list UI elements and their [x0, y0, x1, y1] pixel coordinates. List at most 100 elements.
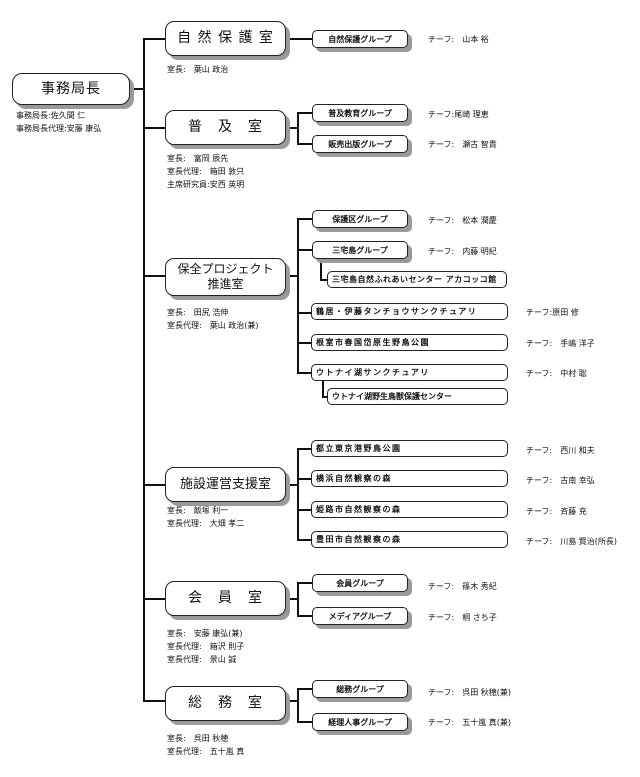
connector-group	[297, 582, 299, 616]
connector-group	[286, 700, 298, 702]
group-chief: チーフ: 斉藤 充	[526, 507, 587, 516]
subgroup-name: ウトナイ湖野生鳥獣保護センター	[332, 392, 452, 401]
group-box[interactable]: 保護区グループ	[312, 210, 408, 228]
connector-group	[286, 484, 298, 486]
dept-staff: 室長: 呉田 秋穂 室長代理: 五十嵐 真	[167, 732, 244, 758]
connector-dept-0	[143, 38, 165, 40]
group-box[interactable]: ウトナイ湖サンクチュアリ	[311, 364, 508, 381]
staff-line: 事務局長代理:安藤 康弘	[16, 124, 102, 133]
connector-group	[297, 448, 299, 540]
group-box[interactable]: 姫路市自然観察の森	[311, 501, 508, 518]
group-box[interactable]: 会員グループ	[312, 574, 408, 592]
dept-staff: 室長: 飯塚 利一 室長代理: 大畑 孝二	[167, 504, 244, 530]
dept-box-outreach[interactable]: 普 及 室	[165, 110, 286, 145]
staff-line: 室長: 田尻 浩伸	[167, 308, 229, 317]
group-name: 自然保護グループ	[328, 34, 392, 44]
group-chief: チーフ: 手嶋 洋子	[526, 339, 595, 348]
group-chief: チーフ: 中村 聡	[526, 369, 587, 378]
group-name: 会員グループ	[336, 578, 384, 588]
group-name: 鶴居・伊藤タンチョウサンクチュアリ	[316, 307, 478, 316]
connector-dept-5	[143, 700, 165, 702]
connector-group	[297, 582, 312, 584]
group-chief: チーフ: 篠木 秀紀	[428, 582, 497, 591]
group-box[interactable]: 三宅島グループ	[312, 241, 408, 259]
group-box[interactable]: 根室市春国岱原生野鳥公園	[311, 334, 508, 351]
root-title: 事務局長	[41, 80, 101, 97]
connector-group	[322, 396, 328, 398]
connector-root	[130, 88, 144, 90]
dept-box-conservation-project[interactable]: 保全プロジェクト 推進室	[165, 258, 286, 296]
group-chief: チーフ: 山本 裕	[428, 35, 489, 44]
group-chief: チーフ: 内藤 明紀	[428, 247, 497, 256]
group-chief: チーフ: 西川 和夫	[526, 446, 595, 455]
group-chief: チーフ:原田 修	[526, 308, 579, 317]
group-name: 姫路市自然観察の森	[316, 505, 402, 514]
staff-line: 室長: 葉山 政治	[167, 65, 229, 74]
group-box[interactable]: 自然保護グループ	[312, 30, 408, 48]
connector-group	[297, 372, 312, 374]
group-box[interactable]: 総務グループ	[312, 680, 408, 698]
staff-line: 室長: 飯塚 利一	[167, 506, 229, 515]
group-name: 普及教育グループ	[328, 108, 392, 118]
group-name: 販売出版グループ	[328, 139, 392, 149]
staff-line: 事務局長:佐久間 仁	[16, 111, 86, 120]
group-chief: チーフ: 松本 潤慶	[428, 216, 497, 225]
staff-line: 主席研究員:安西 英明	[167, 180, 245, 189]
group-box[interactable]: 都立東京港野鳥公園	[311, 440, 508, 457]
dept-box-facility-support[interactable]: 施設運営支援室	[165, 467, 286, 502]
group-chief: チーフ: 五十嵐 真(兼)	[428, 718, 511, 727]
group-box[interactable]: 販売出版グループ	[312, 135, 408, 153]
group-box[interactable]: 普及教育グループ	[312, 104, 408, 122]
group-name: 横浜自然観察の森	[316, 474, 392, 483]
group-name: 経理人事グループ	[328, 717, 392, 727]
connector-group	[297, 112, 312, 114]
staff-line: 室長代理: 箱沢 則子	[167, 642, 245, 651]
connector-group	[297, 615, 312, 617]
staff-line: 室長代理: 葉山 政治(兼)	[167, 321, 259, 330]
staff-line: 室長代理: 五十嵐 真	[167, 747, 245, 756]
connector-group	[297, 218, 299, 373]
group-box[interactable]: 経理人事グループ	[312, 713, 408, 731]
connector-group	[320, 258, 322, 280]
connector-group	[320, 279, 328, 281]
root-staff: 事務局長:佐久間 仁 事務局長代理:安藤 康弘	[16, 109, 101, 135]
group-box[interactable]: 豊田市自然観察の森	[311, 531, 508, 548]
dept-staff: 室長: 富岡 辰先 室長代理: 箱田 敦只 主席研究員:安西 英明	[167, 152, 244, 191]
connector-group	[286, 38, 312, 40]
connector-group	[297, 312, 312, 314]
dept-name-line2: 推進室	[207, 277, 244, 291]
group-name: 三宅島グループ	[332, 245, 388, 255]
staff-line: 室長代理: 景山 誠	[167, 655, 237, 664]
root-box[interactable]: 事務局長	[12, 73, 130, 105]
connector-group	[297, 249, 312, 251]
group-chief: チーフ: 川島 賢治(所長)	[526, 537, 617, 546]
dept-box-nature-protection[interactable]: 自 然 保 護 室	[165, 21, 286, 56]
group-chief: チーフ: 呉田 秋穂(兼)	[428, 688, 511, 697]
dept-name: 施設運営支援室	[179, 477, 271, 492]
dept-staff: 室長: 安藤 康弘(兼) 室長代理: 箱沢 則子 室長代理: 景山 誠	[167, 627, 244, 666]
dept-name: 会 員 室	[188, 590, 263, 606]
connector-spine	[143, 38, 145, 701]
group-chief: チーフ:尾崎 理恵	[428, 110, 489, 119]
group-chief: チーフ: 瀬古 智貴	[428, 140, 497, 149]
dept-name: 普 及 室	[188, 119, 263, 135]
connector-group	[297, 448, 312, 450]
staff-line: 室長代理: 大畑 孝二	[167, 519, 245, 528]
dept-name: 総 務 室	[188, 695, 263, 711]
group-box[interactable]: 鶴居・伊藤タンチョウサンクチュアリ	[311, 303, 508, 320]
connector-group	[297, 112, 299, 144]
dept-box-membership[interactable]: 会 員 室	[165, 581, 286, 616]
group-box[interactable]: メディアグループ	[312, 607, 408, 625]
group-chief: チーフ: 桐 さち子	[428, 613, 497, 622]
group-box[interactable]: 横浜自然観察の森	[311, 470, 508, 487]
group-name: 保護区グループ	[332, 214, 388, 224]
group-name: 豊田市自然観察の森	[316, 535, 402, 544]
staff-line: 室長代理: 箱田 敦只	[167, 167, 245, 176]
subgroup-box[interactable]: 三宅島自然ふれあいセンター アカコッコ館	[327, 271, 507, 288]
staff-line: 室長: 呉田 秋穂	[167, 734, 229, 743]
group-name: 総務グループ	[336, 684, 384, 694]
connector-dept-2	[143, 275, 165, 277]
dept-box-general-affairs[interactable]: 総 務 室	[165, 686, 286, 721]
connector-group	[297, 218, 312, 220]
subgroup-box[interactable]: ウトナイ湖野生鳥獣保護センター	[327, 388, 508, 405]
